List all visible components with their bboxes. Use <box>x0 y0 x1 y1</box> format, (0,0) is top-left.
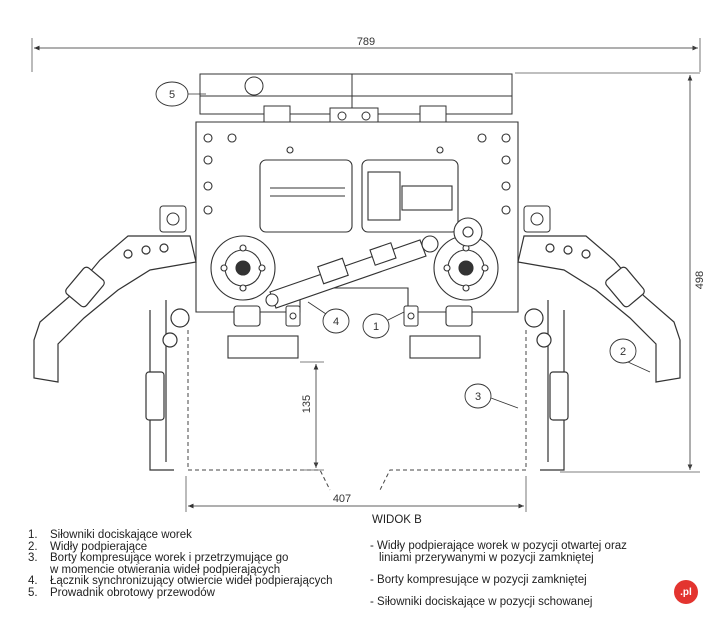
dimension-opening-width-label: 407 <box>333 493 351 505</box>
callout-1: 1 <box>362 311 405 339</box>
pressing-actuators <box>285 305 419 327</box>
compression-boards <box>227 305 481 359</box>
fork-closed-position-dashed <box>187 330 527 491</box>
watermark-badge: .pl <box>674 580 698 604</box>
legend-item-2: 2. Widły podpierające <box>28 540 148 553</box>
dimension-opening-width <box>185 476 527 512</box>
dimension-fork-height <box>300 361 324 471</box>
svg-text:2: 2 <box>620 346 626 358</box>
pivot-wheel-left <box>210 235 276 301</box>
legend-item-3-line2: w momencie otwierania wideł podpierający… <box>50 563 281 576</box>
side-brackets <box>159 205 551 233</box>
dimension-overall-height <box>515 72 700 473</box>
callout-2: 2 <box>609 338 651 373</box>
svg-text:3: 3 <box>475 391 481 403</box>
callout-4: 4 <box>307 301 350 334</box>
synchronizing-link <box>265 235 439 309</box>
callout-5: 5 <box>155 81 206 107</box>
svg-text:5: 5 <box>169 89 175 101</box>
dimension-fork-height-label: 135 <box>301 395 313 413</box>
dimension-overall-width-label: 789 <box>357 36 375 48</box>
gear-segment <box>453 217 483 247</box>
dimension-overall-height-label: 498 <box>694 271 706 289</box>
view-b-title: WIDOK B <box>372 514 422 526</box>
svg-text:4: 4 <box>333 316 339 328</box>
svg-text:1: 1 <box>373 321 379 333</box>
support-fork-right <box>517 235 681 471</box>
dimension-overall-width <box>31 38 701 72</box>
support-fork-left <box>33 235 197 471</box>
legend-item-3: 3. Borty kompresujące worek i przetrzymu… <box>28 552 289 576</box>
view-b-item-2: - Borty kompresujące w pozycji zamknięte… <box>370 574 587 586</box>
callout-3: 3 <box>464 383 519 409</box>
legend-item-1: 1. Siłowniki dociskające worek <box>28 529 192 541</box>
legend-item-4: 4. Łącznik synchronizujący otwiercie wid… <box>28 575 333 587</box>
legend-item-3-line1: Borty kompresujące worek i przetrzymując… <box>50 552 289 564</box>
watermark: .pl <box>674 580 698 604</box>
rotary-guide <box>199 73 513 127</box>
legend: 1. Siłowniki dociskające worek 2. Widły … <box>28 529 368 599</box>
pivot-wheel-right <box>433 235 499 301</box>
view-b-notes: WIDOK B - Widły podpierające worek w poz… <box>370 514 710 618</box>
view-b-item-1: - Widły podpierające worek w pozycji otw… <box>370 540 627 564</box>
legend-item-5: 5. Prowadnik obrotowy przewodów <box>28 586 215 599</box>
view-b-item-3: - Siłowniki dociskające w pozycji schowa… <box>370 596 593 608</box>
